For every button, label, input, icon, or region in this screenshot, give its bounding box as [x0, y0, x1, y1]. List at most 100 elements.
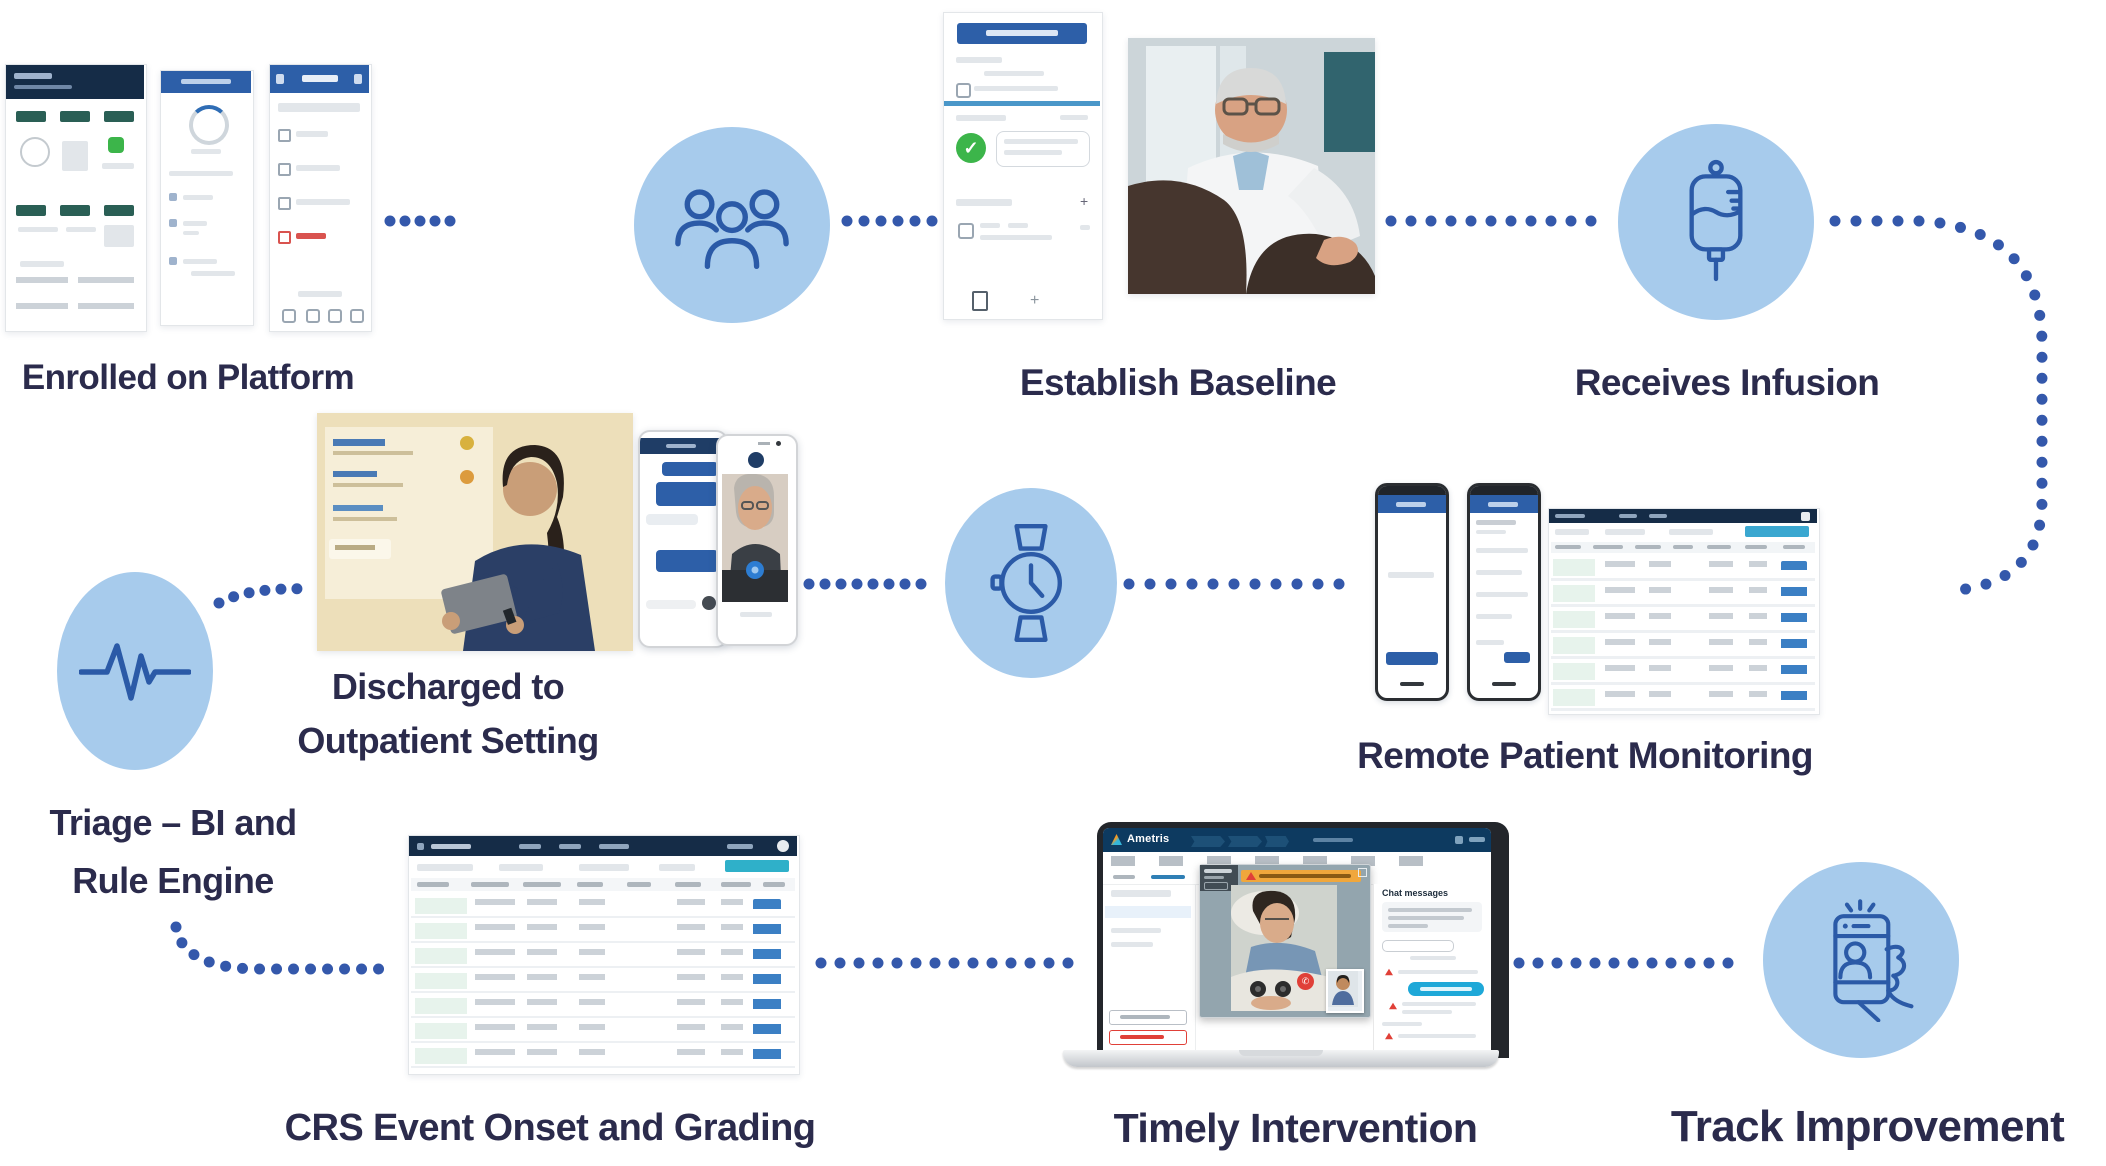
alert-icon — [1385, 968, 1393, 976]
wear-time-circle — [945, 488, 1117, 678]
escalate-button — [1109, 1030, 1187, 1045]
rpm-phone-form — [1467, 483, 1541, 701]
warning-icon — [1246, 872, 1256, 880]
connector-triage-crs — [170, 921, 393, 975]
menu-row — [296, 165, 340, 171]
alert-icon — [1385, 1032, 1393, 1040]
filter-bar — [659, 864, 695, 871]
table-text-column — [1605, 561, 1635, 709]
app-header — [270, 65, 369, 93]
header-text-bar — [1488, 502, 1518, 507]
button-text-bar — [1120, 1035, 1164, 1039]
care-team-circle — [634, 127, 830, 323]
table-text-column — [475, 899, 515, 1067]
list-row — [191, 271, 235, 276]
list-icon — [169, 219, 177, 227]
table-text-column — [579, 899, 605, 1067]
app-header — [6, 65, 144, 99]
triage-circle — [57, 572, 213, 770]
nurse-tablet-photo — [317, 413, 633, 651]
text-block — [78, 277, 134, 325]
filter-bar — [499, 864, 543, 871]
baseline-assessment-phone: ✓ + + — [943, 12, 1103, 320]
alert-text — [1402, 1002, 1476, 1006]
thumbnail — [104, 225, 134, 247]
ametris-logo-icon — [1111, 834, 1122, 845]
warning-banner — [1241, 870, 1361, 882]
text-line — [1080, 225, 1090, 230]
small-icon — [956, 83, 971, 98]
table-text-column — [527, 899, 557, 1067]
text-line — [66, 227, 96, 232]
video-call-phone — [716, 434, 798, 646]
list-row — [1111, 942, 1153, 947]
text-line — [956, 115, 1006, 121]
bubble-text — [1388, 908, 1472, 912]
bubble-text — [1388, 924, 1428, 928]
text-line — [102, 163, 134, 169]
nav-text — [559, 844, 581, 849]
phone-in-hand-icon — [1833, 899, 1914, 1022]
thumbnail — [62, 141, 88, 171]
footer-icon — [282, 309, 296, 323]
list-row — [183, 259, 217, 264]
primary-action-button — [725, 860, 789, 872]
crs-grading-dashboard — [408, 835, 800, 1075]
grade-chip-column — [753, 899, 781, 1067]
dashboard-topbar — [409, 836, 797, 856]
laptop-screen-content: Ametris — [1103, 828, 1491, 1052]
form-row — [1476, 640, 1504, 645]
table-text-column — [677, 899, 705, 1067]
tag-text — [1204, 876, 1224, 879]
user-text — [727, 844, 753, 849]
app-screen-dashboard — [5, 64, 147, 332]
pill-button — [16, 205, 46, 216]
menu-row — [296, 131, 328, 137]
col-header — [577, 882, 603, 887]
alert-text — [1398, 1034, 1476, 1038]
step-label-intervention: Timely Intervention — [1113, 1105, 1478, 1151]
app-header — [1470, 495, 1538, 513]
patient-video-feed: ✆ — [1231, 885, 1337, 1011]
alert-text — [1398, 970, 1478, 974]
camera-dot — [776, 441, 781, 446]
home-indicator — [1492, 682, 1516, 686]
list-row — [183, 231, 199, 235]
compass-icon — [20, 137, 50, 167]
expand-icon — [1358, 868, 1367, 877]
nav-icon: + — [1030, 292, 1040, 309]
patient-name-column — [415, 898, 467, 1066]
status-bar — [1470, 486, 1538, 495]
laptop-base — [1063, 1050, 1499, 1067]
check-circle-icon: ✓ — [956, 133, 986, 163]
chat-bubble-incoming — [646, 514, 698, 525]
col-header — [1593, 545, 1623, 549]
primary-action-button — [1745, 526, 1809, 537]
menu-icon — [278, 197, 291, 210]
doctor-patient-photo — [1128, 38, 1375, 294]
step-label-crs: CRS Event Onset and Grading — [284, 1107, 816, 1149]
text-line — [18, 227, 58, 232]
user-name-bar — [1469, 837, 1485, 842]
send-button — [702, 596, 716, 610]
rpm-dashboard — [1548, 508, 1820, 715]
search-bar — [278, 103, 360, 112]
pill-button — [16, 111, 46, 122]
breadcrumb-step — [1265, 836, 1289, 847]
speaker-bar — [758, 442, 770, 445]
filter-bar — [417, 864, 473, 871]
list-row — [1111, 928, 1161, 933]
table-text-column — [1749, 561, 1767, 709]
col-header — [1673, 545, 1693, 549]
status-icon — [108, 137, 124, 153]
form-row — [1476, 570, 1522, 575]
text-line — [984, 71, 1044, 76]
col-header — [1783, 545, 1805, 549]
step-label-track: Track Improvement — [1670, 1102, 2065, 1151]
clinician-pip-video — [1326, 969, 1364, 1013]
form-row — [1476, 548, 1528, 553]
remote-video — [722, 474, 788, 602]
tab-active — [1151, 875, 1185, 879]
chat-bubble-outgoing — [656, 482, 718, 506]
